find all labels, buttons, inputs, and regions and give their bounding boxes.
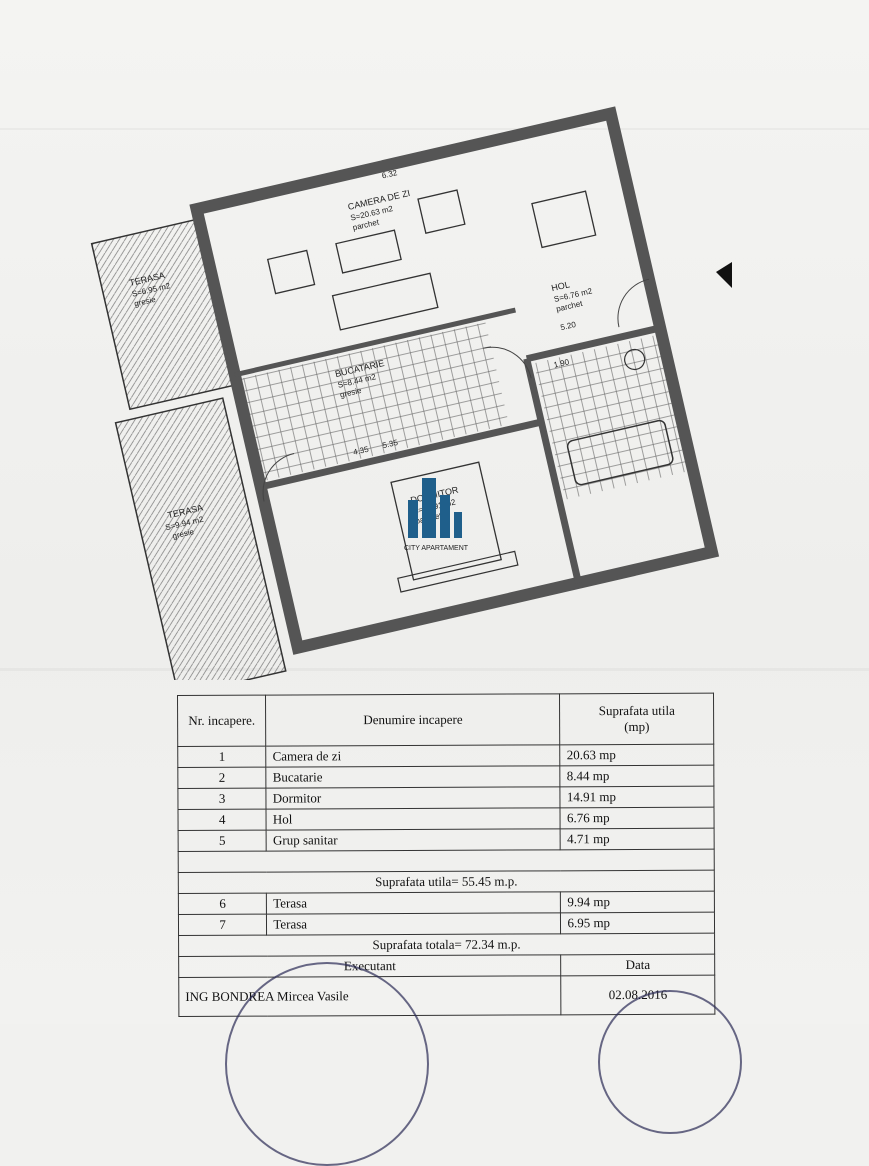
cell-area: 6.76 mp: [560, 807, 715, 829]
header-name: Denumire incapere: [265, 693, 561, 747]
table-row: 3 Dormitor 14.91 mp: [177, 786, 714, 810]
armchair: [266, 249, 316, 295]
table-header-row: Nr. incapere. Denumire incapere Suprafat…: [177, 693, 714, 747]
watermark-logo: CITY APARTAMENT: [404, 478, 469, 552]
table-row: 4 Hol 6.76 mp: [177, 807, 715, 831]
header-area-label: Suprafata utila: [598, 702, 675, 719]
cell-nr: 1: [177, 746, 267, 768]
cell-name: Terasa: [266, 891, 561, 915]
cell-area: 8.44 mp: [560, 765, 714, 787]
cell-name: Bucatarie: [266, 765, 561, 789]
wall-partition: [523, 357, 582, 584]
terrace-bottom: [114, 397, 287, 680]
cell-name: Hol: [266, 807, 561, 831]
area-table: Nr. incapere. Denumire incapere Suprafat…: [177, 693, 715, 1017]
cell-area: 9.94 mp: [560, 891, 715, 913]
cell-name: Terasa: [266, 912, 561, 936]
dimension-label: 5.20: [560, 320, 578, 332]
bed-bench: [397, 550, 519, 593]
dimension-label: 4.35: [352, 445, 370, 457]
official-stamp: [225, 962, 429, 1166]
cell-area: 4.71 mp: [560, 828, 715, 850]
cell-nr: 4: [177, 809, 267, 831]
door-swing: [483, 346, 532, 379]
cell-nr: 7: [178, 914, 267, 936]
entry-arrow-icon: [716, 262, 732, 288]
util-total: Suprafata utila= 55.45 m.p.: [178, 870, 715, 894]
toilet: [624, 348, 646, 371]
dining-table: [531, 190, 597, 249]
cell-nr: 6: [178, 893, 267, 915]
bathroom-tiles: [533, 335, 688, 500]
header-area-unit: (mp): [624, 718, 650, 735]
table-row: 5 Grup sanitar 4.71 mp: [178, 828, 715, 852]
empty-cell: [178, 849, 715, 873]
table-row-empty: [178, 849, 715, 873]
wall-partition: [259, 418, 543, 491]
subtotal-row: Suprafata utila= 55.45 m.p.: [178, 870, 715, 894]
header-nr: Nr. incapere.: [177, 695, 267, 747]
table-row: 6 Terasa 9.94 mp: [178, 891, 715, 915]
cell-nr: 5: [178, 830, 267, 852]
dimension-label: 1.90: [553, 357, 571, 369]
grand-total: Suprafata totala= 72.34 m.p.: [178, 933, 715, 957]
coffee-table: [335, 229, 402, 274]
room-label: HOL: [550, 279, 570, 293]
cell-name: Camera de zi: [266, 744, 561, 768]
floor-plan: CAMERA DE ZI S=20.63 m2 parchet BUCATARI…: [90, 106, 732, 680]
cell-name: Dormitor: [266, 786, 561, 810]
door-swing: [617, 278, 650, 328]
bed: [390, 461, 503, 581]
signature-header-row: Executant Data: [178, 954, 715, 978]
wall-partition: [234, 307, 517, 378]
dimension-label: 5.35: [382, 438, 400, 450]
cadastre-stamp: [598, 990, 742, 1134]
armchair: [417, 189, 466, 234]
table-row: 2 Bucatarie 8.44 mp: [177, 765, 714, 789]
watermark-text: CITY APARTAMENT: [404, 545, 469, 552]
sofa: [331, 272, 439, 331]
header-area: Suprafata utila (mp): [559, 693, 714, 745]
table-row: 7 Terasa 6.95 mp: [178, 912, 715, 936]
total-row: Suprafata totala= 72.34 m.p.: [178, 933, 715, 957]
outer-walls: [189, 106, 720, 655]
dimension-label: 6.32: [381, 168, 399, 180]
cell-nr: 3: [177, 788, 267, 810]
cell-area: 14.91 mp: [560, 786, 714, 808]
cell-area: 6.95 mp: [560, 912, 715, 934]
cell-area: 20.63 mp: [560, 744, 714, 766]
cell-name: Grup sanitar: [266, 828, 561, 852]
cell-nr: 2: [177, 767, 267, 789]
door-swing: [262, 453, 295, 502]
date-label: Data: [561, 954, 715, 976]
bathtub: [566, 419, 674, 486]
table-row: 1 Camera de zi 20.63 mp: [177, 744, 714, 768]
kitchen-tiles: [241, 322, 510, 481]
wall-partition: [525, 324, 661, 363]
